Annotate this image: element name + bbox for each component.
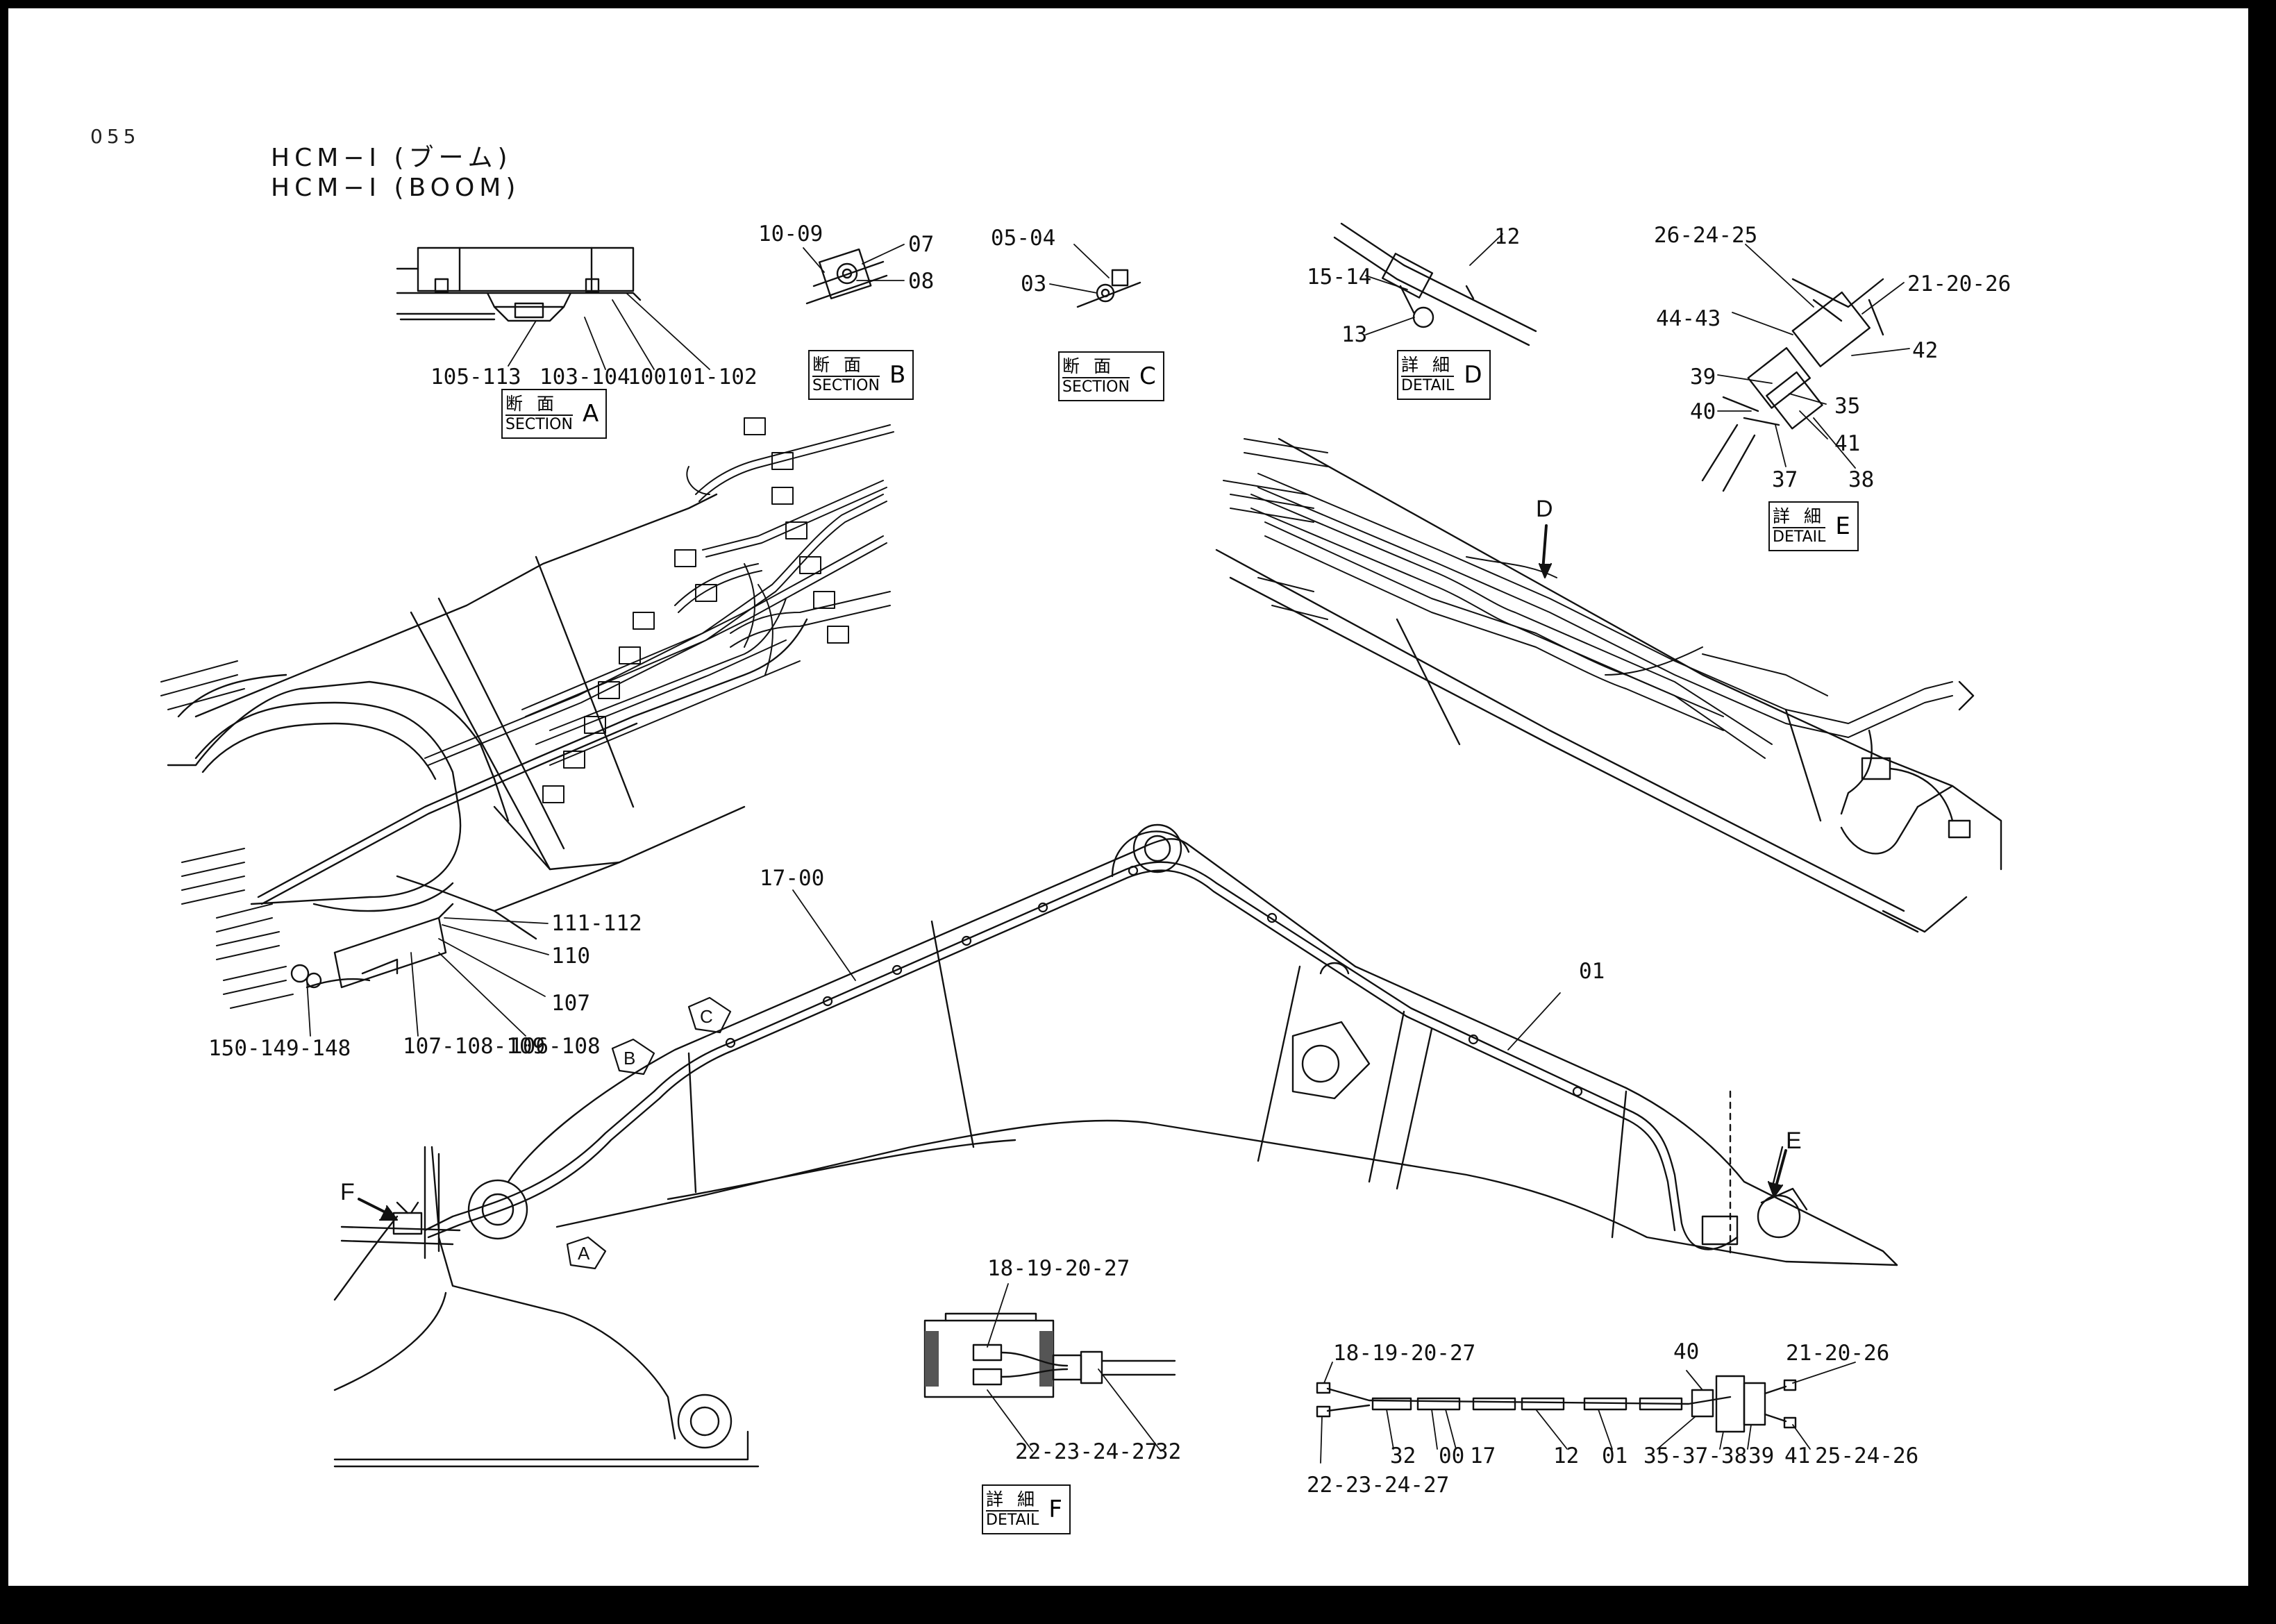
part-label: 39 <box>1690 365 1716 390</box>
callout-e: E <box>1786 1128 1802 1154</box>
detail-f-tag-letter: F <box>1048 1496 1062 1523</box>
part-label: 17 <box>1470 1443 1496 1468</box>
section-c-tag-en: SECTION <box>1062 378 1130 396</box>
callout-d: D <box>1536 496 1553 522</box>
detail-d-tag-jp: 詳 細 <box>1401 355 1455 377</box>
detail-e-tag-jp: 詳 細 <box>1773 506 1826 528</box>
detail-d-tag-en: DETAIL <box>1401 376 1455 394</box>
section-a-tag-letter: A <box>582 400 599 428</box>
detail-d-tag-letter: D <box>1464 361 1482 389</box>
part-label: 01 <box>1579 959 1605 984</box>
part-label: 18-19-20-27 <box>987 1256 1130 1281</box>
boom-main-view <box>333 823 1898 1468</box>
part-label: 110 <box>551 944 590 969</box>
section-b-tag-en: SECTION <box>812 376 880 394</box>
section-a-tag-jp: 断 面 <box>505 394 573 416</box>
part-label: 150-149-148 <box>208 1036 351 1061</box>
callout-b: B <box>624 1048 636 1069</box>
part-label: 21-20-26 <box>1786 1341 1890 1366</box>
section-c-view <box>1076 269 1141 308</box>
detail-e-view <box>1701 278 1884 492</box>
part-label: 106-108 <box>510 1034 601 1059</box>
detail-f-tag-jp: 詳 細 <box>986 1489 1039 1512</box>
part-label: 18-19-20-27 <box>1333 1341 1476 1366</box>
callout-a: A <box>578 1243 590 1264</box>
detail-f-tag-en: DETAIL <box>986 1511 1039 1529</box>
part-label: 35 <box>1834 394 1861 419</box>
page-title-english: HCM−I (BOOM) <box>271 174 521 202</box>
section-c-tag-letter: C <box>1139 362 1156 390</box>
part-label: 10-09 <box>758 221 823 246</box>
part-label: 105-113 <box>430 365 521 390</box>
part-label: 37 <box>1772 467 1798 492</box>
part-label: 41 <box>1834 431 1861 456</box>
part-label: 40 <box>1690 399 1716 424</box>
part-label: 40 <box>1673 1339 1700 1364</box>
part-label: 107-108-109 <box>403 1034 546 1059</box>
section-c-tag-jp: 断 面 <box>1062 356 1130 378</box>
detail-e-tag-en: DETAIL <box>1773 528 1826 546</box>
part-label: 101-102 <box>667 365 758 390</box>
part-label: 111-112 <box>551 911 642 936</box>
part-label: 08 <box>908 269 935 294</box>
callout-f: F <box>340 1179 355 1205</box>
part-label: 103-104 <box>539 365 630 390</box>
page-title-japanese: HCM−I (ブーム) <box>271 144 512 172</box>
callout-markers <box>358 524 1787 1270</box>
callout-c: C <box>700 1006 713 1027</box>
part-label: 41 <box>1784 1443 1811 1468</box>
harness-assembly-view <box>1316 1375 1797 1433</box>
part-label: 13 <box>1341 322 1368 347</box>
part-label: 42 <box>1912 338 1939 363</box>
part-label: 00 <box>1439 1443 1465 1468</box>
part-label: 22-23-24-27 <box>1015 1439 1158 1464</box>
part-label: 17-00 <box>760 866 825 891</box>
part-label: 22-23-24-27 <box>1307 1473 1450 1498</box>
part-label: 35-37-38 <box>1643 1443 1748 1468</box>
part-label: 39 <box>1748 1443 1775 1468</box>
page-number: 055 <box>90 125 140 148</box>
detail-e-tag-letter: E <box>1835 512 1850 540</box>
part-label: 05-04 <box>991 226 1056 251</box>
section-a-view <box>396 246 642 322</box>
part-label: 44-43 <box>1656 306 1721 331</box>
detail-f-view <box>923 1312 1176 1398</box>
boom-top-detail-view <box>1215 437 2002 933</box>
part-label: 107 <box>551 991 590 1016</box>
part-label: 38 <box>1848 467 1875 492</box>
part-label: 21-20-26 <box>1907 271 2011 296</box>
part-label: 12 <box>1553 1443 1580 1468</box>
part-label: 01 <box>1602 1443 1628 1468</box>
part-label: 03 <box>1021 271 1047 296</box>
leader-lines <box>306 233 1910 1464</box>
part-label: 26-24-25 <box>1654 223 1758 248</box>
section-b-tag-letter: B <box>889 361 906 389</box>
part-label: 32 <box>1390 1443 1416 1468</box>
boom-foot-detail-view <box>160 417 894 1009</box>
part-label: 100 <box>628 365 667 390</box>
section-a-tag-en: SECTION <box>505 415 573 433</box>
boom-harness-drawing <box>160 222 2002 1468</box>
section-b-tag-jp: 断 面 <box>812 355 880 377</box>
part-label: 15-14 <box>1307 265 1372 290</box>
section-b-view <box>805 248 888 305</box>
part-label: 25-24-26 <box>1815 1443 1919 1468</box>
part-label: 12 <box>1494 224 1521 249</box>
part-label: 32 <box>1155 1439 1182 1464</box>
part-label: 07 <box>908 232 935 257</box>
